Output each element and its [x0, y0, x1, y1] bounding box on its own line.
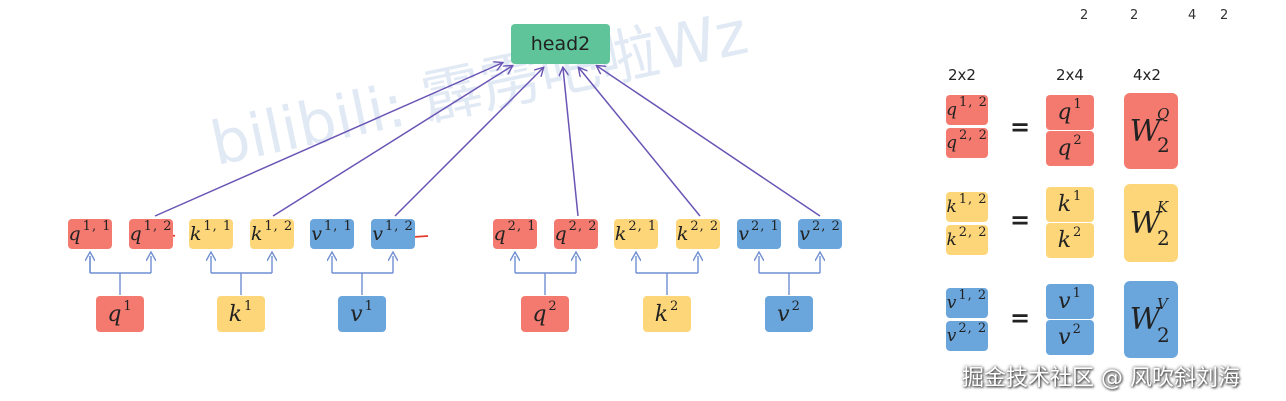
- split-brackets: [90, 256, 820, 295]
- head2-box: head2: [511, 24, 610, 64]
- equals-sign: =: [1010, 304, 1031, 332]
- w2v-box: W V 2: [1124, 281, 1178, 358]
- arrow-v12-head: [394, 68, 543, 217]
- arrow-q12-head: [154, 63, 502, 217]
- arrow-q22-head: [563, 68, 579, 217]
- w2k-box: W K 2: [1124, 184, 1178, 262]
- top-fragment: 2: [1220, 8, 1229, 23]
- equals-sign: =: [1010, 113, 1031, 141]
- arrow-k12-head: [272, 66, 512, 217]
- top-fragment: 2: [1080, 8, 1089, 23]
- dim-label-mid: 2x4: [1056, 66, 1084, 84]
- dim-label-w: 4x2: [1133, 66, 1161, 84]
- head-arrows: [154, 63, 821, 217]
- w2q-box: W Q 2: [1124, 93, 1178, 169]
- footer-watermark: 掘金技术社区 @ 风吹斜刘海: [962, 366, 1240, 391]
- dim-label-lhs: 2x2: [948, 66, 976, 84]
- arrow-v22-head: [597, 66, 821, 217]
- top-fragment: 4: [1188, 8, 1197, 23]
- arrow-k22-head: [579, 68, 701, 217]
- top-fragment: 2: [1130, 8, 1139, 23]
- equals-sign: =: [1010, 206, 1031, 234]
